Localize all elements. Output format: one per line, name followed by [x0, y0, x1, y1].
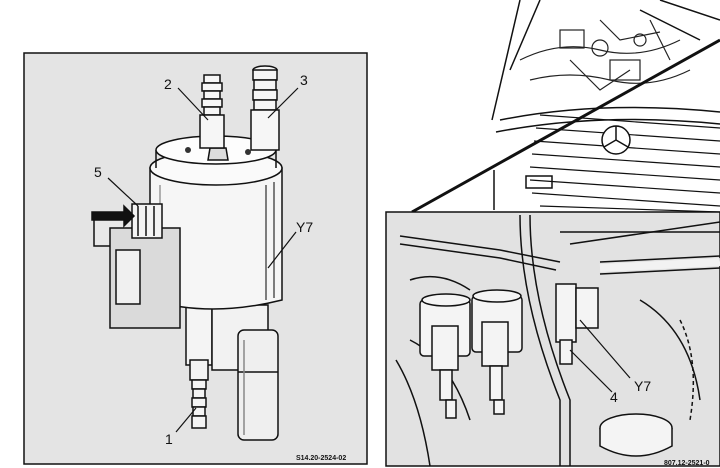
inlet-nozzle-2 — [199, 74, 225, 149]
left-panel: 2 3 5 Y7 1 S14.20-2524-02 — [23, 52, 368, 465]
hoses-and-lines — [395, 214, 720, 467]
inlet-nozzle-3 — [250, 65, 280, 151]
callout-5: 5 — [94, 164, 102, 180]
right-leader-lines — [569, 319, 631, 393]
right-panel: Y7 4 807.12-2521-0 — [385, 211, 720, 467]
callout-y7: Y7 — [296, 219, 313, 235]
reservoir-cap — [599, 413, 673, 457]
callout-y7-installed: Y7 — [634, 378, 651, 394]
outlet-connector-1 — [185, 304, 213, 429]
figure-reference-2: 807.12-2521-0 — [664, 460, 710, 467]
callout-4: 4 — [610, 389, 618, 405]
lower-housing — [211, 304, 279, 441]
figure-reference: S14.20-2524-02 — [296, 455, 346, 462]
engine-bay — [519, 19, 691, 91]
valve-body — [149, 135, 283, 310]
callout-3: 3 — [300, 72, 308, 88]
vehicle-front-view — [411, 0, 720, 214]
callout-2: 2 — [164, 76, 172, 92]
electrical-connector-5 — [91, 203, 181, 329]
left-leader-lines — [107, 87, 299, 433]
valve-assembly — [419, 289, 523, 419]
callout-1: 1 — [165, 431, 173, 447]
